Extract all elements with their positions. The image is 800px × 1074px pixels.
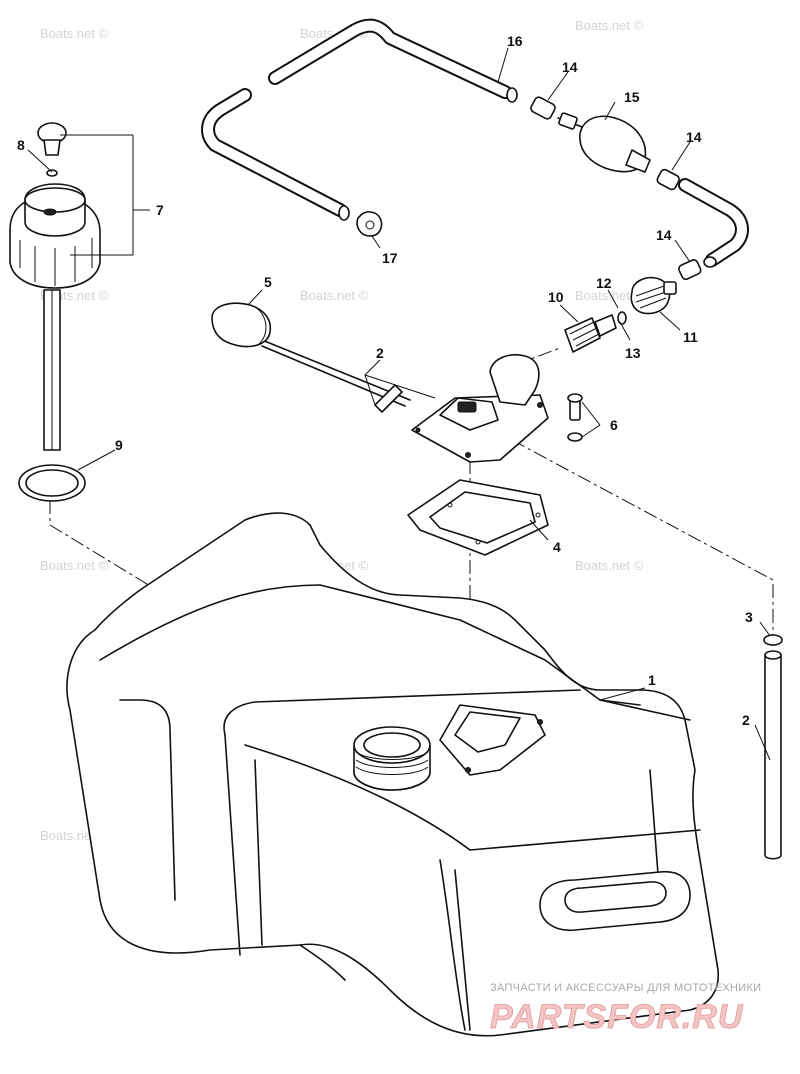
- fuel-hose: [201, 18, 749, 268]
- pickup-tube: [763, 634, 783, 860]
- part-label-5: 5: [264, 274, 272, 290]
- part-label-16: 16: [507, 33, 523, 49]
- watermark: Boats.net ©: [575, 288, 644, 303]
- filler-o-ring: [18, 464, 86, 502]
- watermark: Boats.net ©: [300, 288, 369, 303]
- leader-lines: [27, 47, 771, 761]
- hose-clamp: [356, 211, 383, 237]
- watermark: Boats.net ©: [40, 558, 109, 573]
- part-label-9: 9: [115, 437, 123, 453]
- part-label-2-tube: 2: [742, 712, 750, 728]
- brand-subtitle: ЗАПЧАСТИ И АКСЕССУАРЫ ДЛЯ МОТОТЕХНИКИ: [490, 982, 761, 994]
- fuel-cap-assembly: [9, 122, 101, 451]
- part-number-labels: 1 2 2 3 4 5 6 7 8 9 10 11 12 13 14 14 14…: [17, 33, 753, 728]
- part-label-1: 1: [648, 672, 656, 688]
- brand-logo: PARTSFOR.RU: [490, 998, 744, 1036]
- watermark: Boats.net ©: [575, 558, 644, 573]
- part-label-14-upper: 14: [562, 59, 578, 75]
- flange-gasket: [407, 479, 549, 556]
- part-label-17: 17: [382, 250, 398, 266]
- part-label-12: 12: [596, 275, 612, 291]
- part-label-11: 11: [683, 329, 698, 345]
- part-label-8: 8: [17, 137, 25, 153]
- fuel-connector: [564, 276, 677, 353]
- part-label-14-right: 14: [686, 129, 702, 145]
- part-label-7: 7: [156, 202, 164, 218]
- watermark: Boats.net ©: [575, 18, 644, 33]
- part-label-6: 6: [610, 417, 618, 433]
- watermark: Boats.net ©: [40, 26, 109, 41]
- part-label-15: 15: [624, 89, 640, 105]
- part-label-4: 4: [553, 539, 561, 555]
- screw-and-washer: [567, 393, 583, 442]
- part-label-13: 13: [625, 345, 641, 361]
- fuel-pickup-assembly: [211, 302, 549, 463]
- part-label-14-lower: 14: [656, 227, 672, 243]
- part-label-10: 10: [548, 289, 564, 305]
- hose-fittings: [530, 96, 702, 281]
- fuel-tank: [66, 512, 719, 1037]
- site-branding: ЗАПЧАСТИ И АКСЕССУАРЫ ДЛЯ МОТОТЕХНИКИ PA…: [490, 982, 761, 1036]
- part-label-2: 2: [376, 345, 384, 361]
- primer-bulb: [557, 112, 651, 173]
- part-label-3: 3: [745, 609, 753, 625]
